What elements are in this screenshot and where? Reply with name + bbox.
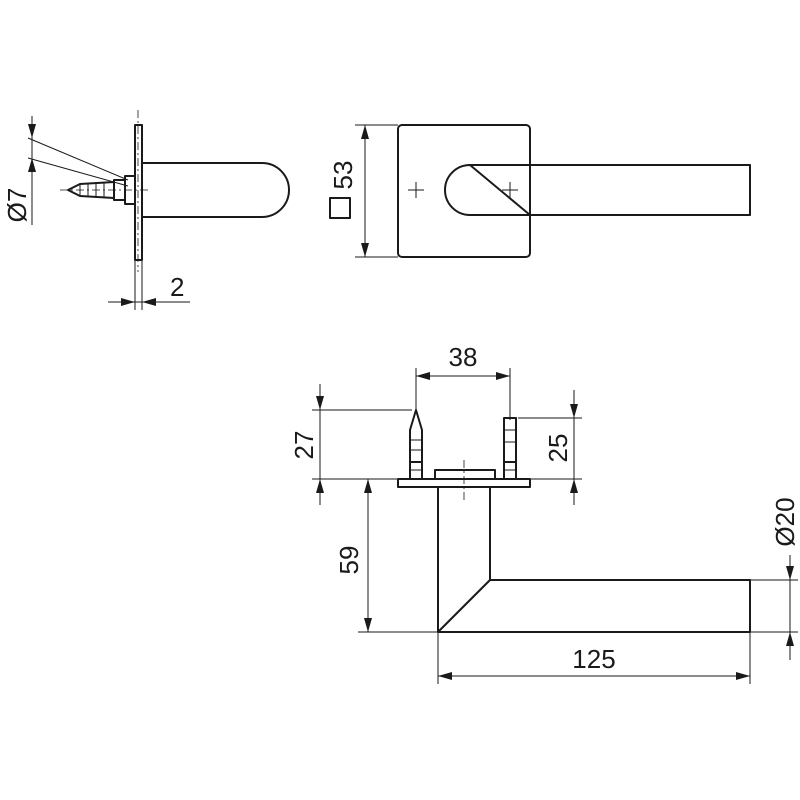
dim-square-53-label: 53 — [328, 161, 358, 190]
lever-neck — [444, 164, 531, 216]
dim-projection-59-label: 59 — [334, 546, 364, 575]
square-rose — [397, 124, 531, 258]
screw-cross-left — [408, 182, 424, 198]
dim-square-53: 53 — [328, 124, 398, 258]
dim-height-25: 25 — [518, 390, 582, 505]
dim-length-125: 125 — [437, 632, 751, 684]
spindle — [60, 110, 150, 272]
rose-plate — [134, 124, 143, 261]
dim-spacing-38: 38 — [415, 342, 511, 420]
screw-cross-right — [502, 182, 518, 198]
top-view: 38 27 25 59 — [289, 342, 800, 684]
rose-boss — [434, 469, 496, 480]
front-view: 53 — [328, 124, 751, 258]
dim-diameter-7-label: Ø7 — [2, 188, 32, 223]
dim-height-25-label: 25 — [543, 434, 573, 463]
fixing-screw-right — [503, 417, 517, 480]
dim-height-27-label: 27 — [289, 431, 319, 460]
fixing-screw-left — [409, 409, 423, 480]
lever-front — [530, 164, 751, 216]
square-symbol — [329, 197, 351, 219]
dim-diameter-20: Ø20 — [750, 497, 800, 660]
lever-bend — [437, 579, 491, 633]
dim-thickness-2: 2 — [108, 260, 190, 310]
dim-length-125-label: 125 — [572, 644, 615, 674]
dim-thickness-2-label: 2 — [170, 272, 184, 302]
side-view: Ø7 2 — [2, 110, 290, 310]
dim-diameter-7: Ø7 — [2, 116, 129, 225]
lever-top — [437, 487, 751, 633]
dim-spacing-38-label: 38 — [449, 342, 478, 372]
dim-diameter-20-label: Ø20 — [770, 497, 800, 546]
lever-side — [143, 162, 290, 218]
dim-height-27: 27 — [289, 384, 412, 505]
dim-projection-59: 59 — [334, 478, 438, 633]
